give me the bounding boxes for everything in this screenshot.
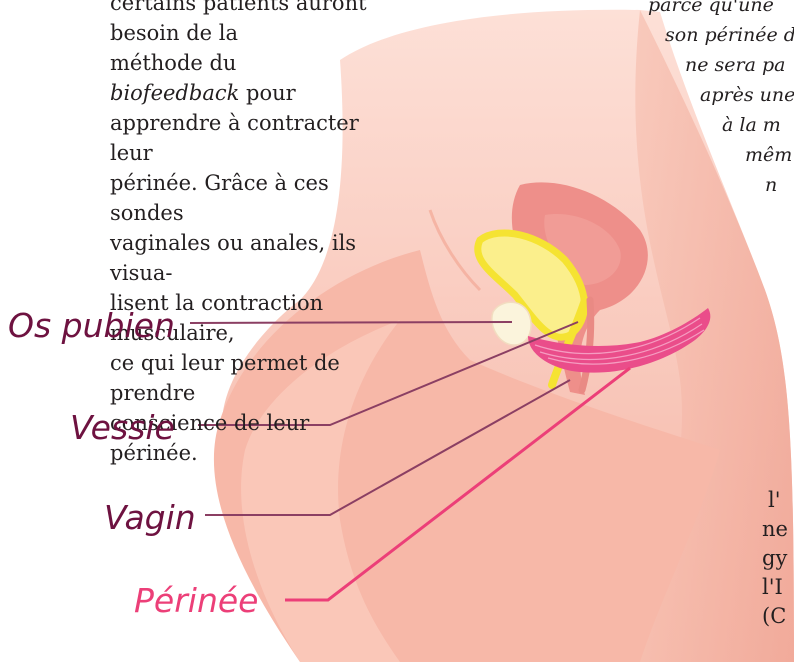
right-line: ne [762,515,788,544]
right-bottom-paragraph: l' ne gy l'I (C [762,486,788,631]
left-line: vaginales ou anales, ils visua- [110,228,368,288]
right-line: parce qu'une [500,0,794,20]
right-line: mêm [500,140,794,170]
right-top-paragraph: parce qu'une son périnée d ne sera pa ap… [500,0,794,200]
left-paragraph: certains patients auront besoin de la mé… [110,0,368,468]
left-line: méthode du biofeedback pour [110,48,368,108]
right-line: l' [762,486,788,515]
right-line: (C [762,602,788,631]
left-line: ce qui leur permet de prendre [110,348,368,408]
right-line: à la m [500,110,794,140]
label-vessie: Vessie [70,410,175,446]
right-line: gy [762,544,788,573]
right-line: après une [500,80,794,110]
right-line: l'I [762,573,788,602]
label-vagin: Vagin [104,500,196,536]
right-line: son périnée d [500,20,794,50]
left-line: certains patients auront besoin de la [110,0,368,48]
right-line: n [500,170,794,200]
left-line: périnée. Grâce à ces sondes [110,168,368,228]
label-perinee: Périnée [134,583,258,619]
right-line: ne sera pa [500,50,794,80]
left-line: apprendre à contracter leur [110,108,368,168]
label-os-pubien: Os pubien [8,308,175,344]
